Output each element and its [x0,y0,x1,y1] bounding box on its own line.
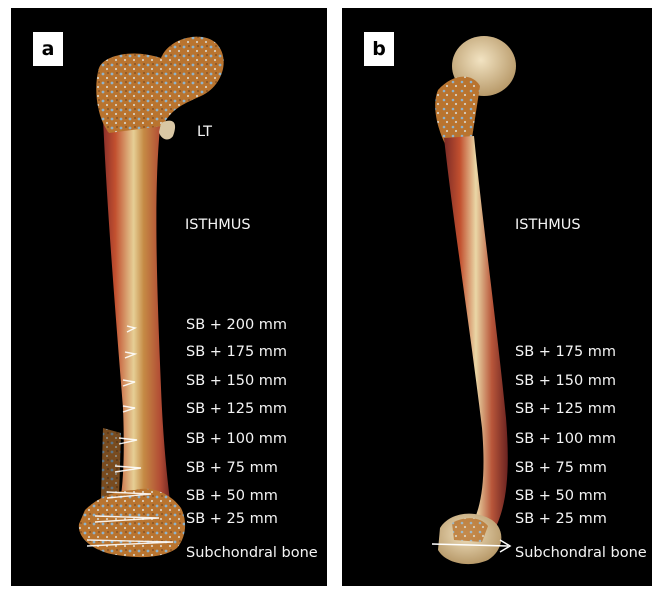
level-label-b: SB + 125 mm [515,401,616,417]
level-label-b: SB + 175 mm [515,344,616,360]
panel-a: a LT ISTHMUS SB + 200 mm SB + 175 mm SB … [11,8,327,586]
level-label-a: SB + 125 mm [186,401,287,417]
level-label-a: Subchondral bone [186,545,318,561]
level-label-a: SB + 25 mm [186,511,278,527]
level-label-a: SB + 75 mm [186,460,278,476]
isthmus-label-a: ISTHMUS [185,217,251,233]
level-label-a: SB + 150 mm [186,373,287,389]
panel-b-tag: b [364,32,394,66]
panel-a-tag: a [33,32,63,66]
lt-label: LT [197,124,212,140]
isthmus-label-b: ISTHMUS [515,217,581,233]
level-label-b: SB + 50 mm [515,488,607,504]
level-label-a: SB + 200 mm [186,317,287,333]
level-label-b: SB + 100 mm [515,431,616,447]
panel-b: b ISTHMUS SB + 175 mm SB + 150 mm SB + 1… [342,8,652,586]
level-label-b: SB + 150 mm [515,373,616,389]
level-label-b: SB + 25 mm [515,511,607,527]
level-label-b: SB + 75 mm [515,460,607,476]
level-label-a: SB + 100 mm [186,431,287,447]
level-label-b: Subchondral bone [515,545,647,561]
femur-anterior-image [11,8,327,586]
level-label-a: SB + 50 mm [186,488,278,504]
level-label-a: SB + 175 mm [186,344,287,360]
